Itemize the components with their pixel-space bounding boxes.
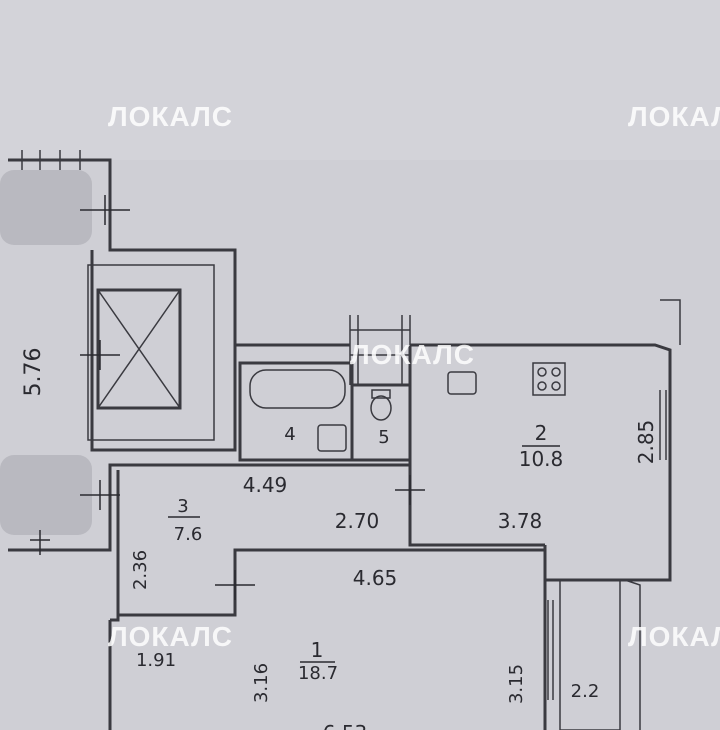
dim-balcony: 2.2 bbox=[571, 681, 600, 702]
bathtub-icon bbox=[249, 369, 346, 409]
paper-shade bbox=[0, 0, 720, 160]
dim-room1-height-left: 3.16 bbox=[251, 663, 272, 703]
dim-kitchen-width: 3.78 bbox=[498, 509, 543, 533]
toilet-tank-icon bbox=[371, 389, 391, 399]
watermark-top-left: ЛОКАЛС bbox=[108, 101, 233, 132]
dim-bottom-partial: 6.53 bbox=[323, 721, 368, 730]
room-2-label: 2 10.8 bbox=[519, 421, 564, 471]
svg-text:7.6: 7.6 bbox=[174, 524, 203, 545]
svg-text:18.7: 18.7 bbox=[298, 663, 338, 684]
svg-text:1: 1 bbox=[311, 638, 324, 662]
kitchen-sink-icon bbox=[447, 371, 477, 395]
dim-left-wall: 5.76 bbox=[21, 348, 46, 397]
watermark-center: ЛОКАЛС bbox=[350, 339, 475, 370]
dim-bath-width: 4.49 bbox=[243, 473, 288, 497]
room-3-label: 3 7.6 bbox=[168, 496, 202, 545]
stove-icon bbox=[532, 362, 566, 396]
room-5-label: 5 bbox=[378, 427, 389, 448]
svg-text:10.8: 10.8 bbox=[519, 447, 564, 471]
room-4-label: 4 bbox=[284, 424, 295, 445]
watermark-bottom-right: ЛОКАЛС bbox=[628, 621, 720, 652]
room-1-label: 1 18.7 bbox=[298, 638, 338, 684]
dim-hall-height: 2.36 bbox=[130, 550, 151, 590]
dim-hall-width: 2.70 bbox=[335, 509, 380, 533]
fixtures bbox=[249, 362, 566, 452]
dimension-ticks bbox=[30, 195, 425, 600]
dim-room1-width: 4.65 bbox=[353, 566, 398, 590]
walls bbox=[8, 150, 681, 730]
toilet-icon bbox=[370, 395, 392, 421]
watermark-bottom-left: ЛОКАЛС bbox=[108, 621, 233, 652]
blurred-area-top-left bbox=[0, 170, 92, 245]
svg-text:2: 2 bbox=[535, 421, 548, 445]
dim-kitchen-height: 2.85 bbox=[634, 420, 658, 465]
svg-text:3: 3 bbox=[177, 496, 188, 517]
dim-room1-left: 1.91 bbox=[136, 650, 176, 671]
watermark-top-right: ЛОКАЛС bbox=[628, 101, 720, 132]
sink-icon bbox=[317, 424, 347, 452]
blurred-area-left bbox=[0, 455, 92, 535]
dim-room1-height-right: 3.15 bbox=[506, 664, 527, 704]
